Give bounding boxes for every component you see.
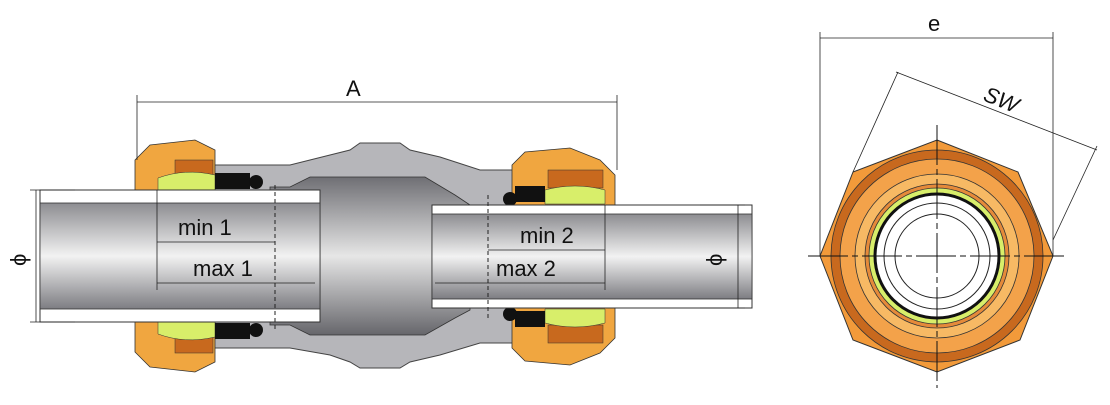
end-view: [808, 125, 1068, 388]
dimension-A: [136, 95, 618, 170]
right-nut: [503, 147, 616, 366]
dimension-e: [819, 32, 1054, 256]
diameter-left-label: ϕ: [6, 254, 31, 266]
dimension-A-label: A: [346, 76, 361, 101]
right-pipe: [431, 204, 753, 309]
max-2-label: max 2: [496, 256, 556, 281]
left-pipe: [39, 189, 321, 323]
max-1-label: max 1: [193, 256, 253, 281]
dimension-e-label: e: [928, 11, 940, 36]
dimension-SW: [852, 71, 1098, 241]
dimension-SW-label: SW: [980, 81, 1024, 118]
min-2-label: min 2: [520, 223, 574, 248]
diameter-right-label: ϕ: [702, 254, 727, 266]
min-1-label: min 1: [178, 215, 232, 240]
